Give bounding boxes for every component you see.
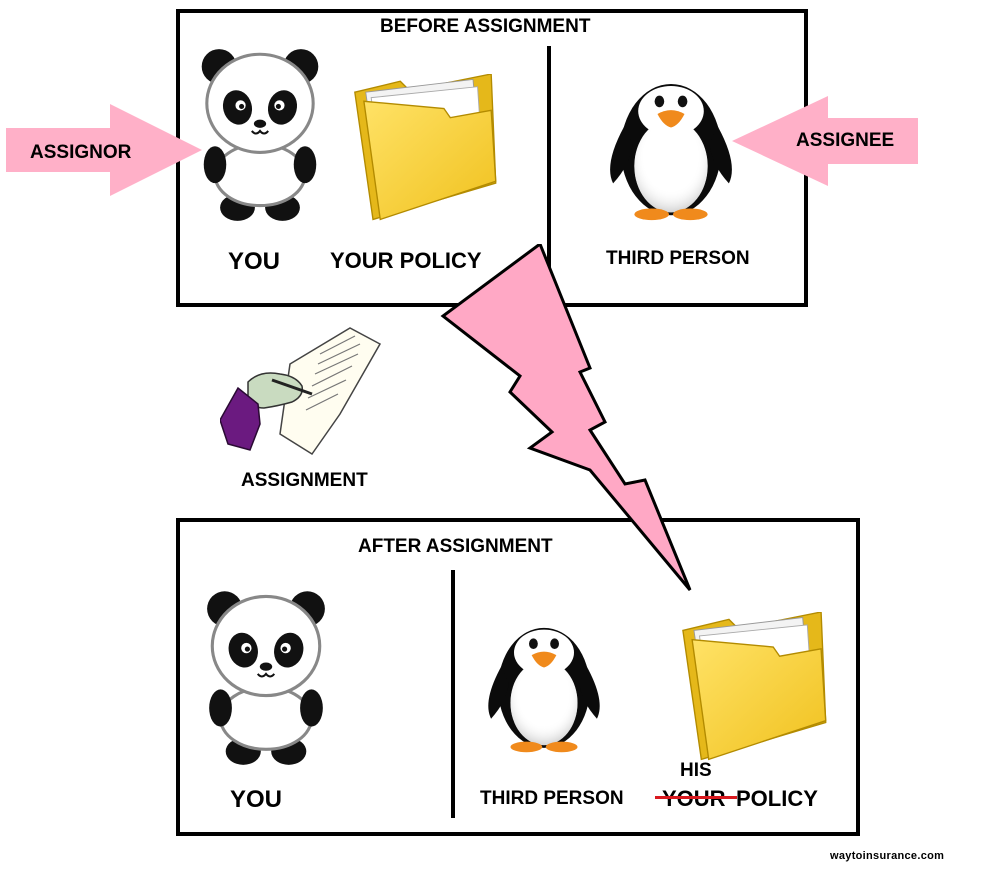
panda-icon [205,589,327,767]
folder-icon [354,74,497,221]
assignee-label: ASSIGNEE [796,130,895,151]
your-policy-label: YOUR POLICY [330,248,482,273]
lightning-bolt-icon [440,244,692,591]
before-assignment-title: BEFORE ASSIGNMENT [380,16,591,37]
struck-your-label: YOUR [662,786,726,812]
signing-hand-icon [220,327,382,456]
watermark: waytoinsurance.com [830,850,945,862]
policy-label-after: POLICY [736,786,818,811]
assignor-label: ASSIGNOR [30,142,132,163]
arrow-left-icon [732,96,918,186]
third-person-label-after: THIRD PERSON [480,788,624,809]
you-label-before: YOU [228,248,281,275]
panda-icon [200,47,320,223]
before-panel-divider [547,46,551,307]
arrow-right-icon [6,104,202,196]
folder-icon [682,612,827,761]
penguin-icon [610,84,732,221]
you-label-after: YOU [230,786,283,813]
third-person-label-before: THIRD PERSON [606,248,750,269]
strikethrough-line [655,796,737,799]
after-assignment-title: AFTER ASSIGNMENT [358,536,553,557]
penguin-icon [488,627,600,753]
his-label: HIS [680,760,712,781]
after-panel-divider [451,570,455,818]
assignment-label: ASSIGNMENT [241,470,368,491]
